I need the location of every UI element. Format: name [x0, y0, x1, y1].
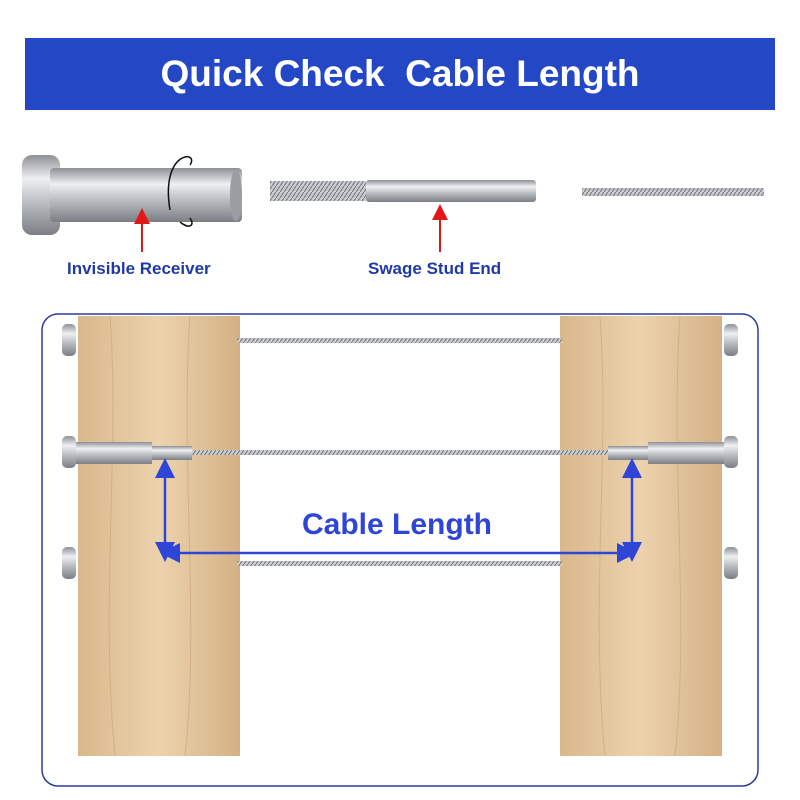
left-post	[78, 316, 240, 756]
swage-stud-end-label: Swage Stud End	[368, 259, 502, 278]
page-title: Quick Check Cable Length	[160, 53, 640, 94]
cable-wire-icon	[582, 188, 764, 196]
invisible-receiver-icon	[22, 155, 242, 235]
cable-bottom	[237, 561, 562, 566]
cable-top	[237, 338, 562, 343]
swage-left	[152, 446, 192, 460]
swage-right	[608, 446, 648, 460]
diagram-frame	[41, 313, 759, 787]
title-banner: Quick Check Cable Length	[25, 38, 775, 110]
right-post	[560, 316, 722, 756]
invisible-receiver-label: Invisible Receiver	[67, 259, 211, 278]
receiver-right	[648, 442, 724, 464]
cable-middle	[190, 450, 610, 455]
cable-length-label: Cable Length	[302, 508, 493, 541]
measurement-arrows	[155, 458, 642, 563]
receiver-left	[76, 442, 152, 464]
receiver-caps	[62, 324, 738, 579]
swage-stud-end-icon	[270, 180, 536, 202]
